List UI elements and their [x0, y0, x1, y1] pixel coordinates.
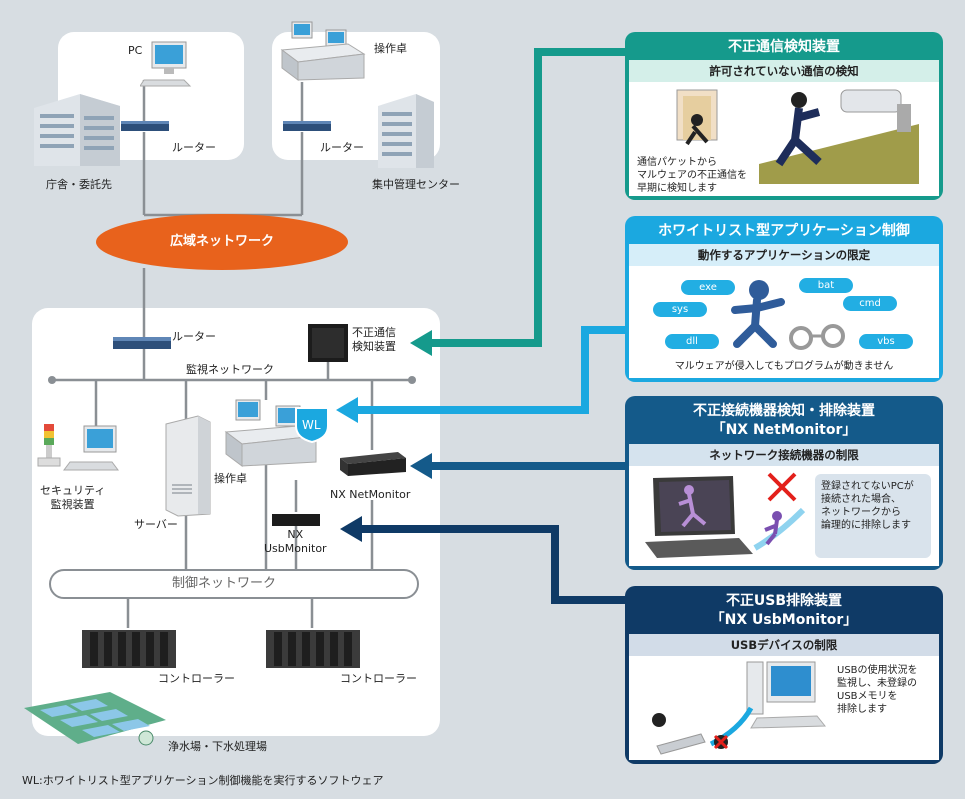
- tag-exe: exe: [681, 280, 735, 295]
- card-3-title: 不正接続機器検知・排除装置 「NX NetMonitor」: [693, 403, 875, 438]
- plant-console-label: 操作卓: [214, 472, 247, 485]
- pc-label: PC: [128, 44, 143, 57]
- controller-2-icon: [266, 630, 360, 668]
- netmonitor-icon: [340, 452, 406, 476]
- plant-router-icon: [113, 337, 171, 349]
- footnote: WL:ホワイトリスト型アプリケーション制御機能を実行するソフトウェア: [22, 774, 384, 787]
- central-console-label: 操作卓: [374, 42, 407, 55]
- controller-1-icon: [82, 630, 176, 668]
- tag-sys: sys: [653, 302, 707, 317]
- plant-console-icon: [224, 399, 318, 467]
- wl-badge-icon: [295, 407, 329, 444]
- gov-building-icon: [34, 94, 120, 166]
- locked-malware-icon: [731, 280, 845, 350]
- detector-label: 不正通信 検知装置: [352, 326, 396, 353]
- card-usbmonitor: 不正USB排除装置 「NX UsbMonitor」 USBデバイスの制限 USB…: [625, 586, 943, 764]
- card-netmonitor: 不正接続機器検知・排除装置 「NX NetMonitor」 ネットワーク接続機器…: [625, 396, 943, 570]
- router-icon: [121, 121, 169, 131]
- usb-pc-scene-icon: [652, 661, 827, 755]
- ejected-malware-icon: [753, 507, 806, 551]
- card-whitelist: ホワイトリスト型アプリケーション制御 動作するアプリケーションの限定 exe b…: [625, 216, 943, 382]
- gov-building-label: 庁舎・委託先: [46, 178, 112, 191]
- card-2-title: ホワイトリスト型アプリケーション制御: [658, 223, 910, 239]
- central-building-icon: [378, 94, 434, 168]
- card-2-note: マルウェアが侵入してもプログラムが動きません: [674, 361, 894, 372]
- security-monitor-icon: [37, 424, 119, 471]
- netmonitor-label: NX NetMonitor: [330, 488, 411, 501]
- intruder-scene-icon: [676, 89, 919, 184]
- facility-label: 浄水場・下水処理場: [168, 740, 267, 753]
- server-label: サーバー: [134, 518, 178, 531]
- card-1-subtitle: 許可されていない通信の検知: [629, 60, 939, 82]
- central-router-label: ルーター: [320, 141, 364, 154]
- console-icon: [280, 21, 366, 81]
- wl-badge-label: WL: [302, 418, 321, 432]
- pc-icon: [140, 41, 192, 87]
- usbmonitor-label: NX UsbMonitor: [264, 528, 327, 555]
- card-3-subtitle: ネットワーク接続機器の制限: [629, 444, 939, 466]
- security-label: セキュリティ 監視装置: [40, 484, 106, 511]
- card-2-subtitle: 動作するアプリケーションの限定: [629, 244, 939, 266]
- card-4-subtitle: USBデバイスの制限: [629, 634, 939, 656]
- central-router-icon: [283, 121, 331, 131]
- card-4-note: USBの使用状況を 監視し、未登録の USBメモリを 排除します: [837, 665, 918, 715]
- control-network-label: 制御ネットワーク: [172, 576, 277, 591]
- controller-1-label: コントローラー: [158, 672, 235, 685]
- tag-dll: dll: [665, 334, 719, 349]
- card-3-note: 登録されてないPCが 接続された場合、 ネットワークから 論理的に排除します: [815, 474, 931, 558]
- monitor-network-label: 監視ネットワーク: [186, 363, 274, 376]
- gov-router-label: ルーター: [172, 141, 216, 154]
- central-building-label: 集中管理センター: [372, 178, 460, 191]
- laptop-icon: [645, 476, 753, 558]
- card-1-note: 通信パケットから マルウェアの不正通信を 早期に検知します: [637, 157, 747, 194]
- card-4-title: 不正USB排除装置 「NX UsbMonitor」: [710, 593, 858, 628]
- server-icon: [165, 415, 211, 517]
- tag-bat: bat: [799, 278, 853, 293]
- facility-icon: [24, 692, 166, 746]
- wan-label: 広域ネットワーク: [170, 234, 275, 249]
- plant-router-label: ルーター: [172, 330, 216, 343]
- card-1-title: 不正通信検知装置: [728, 39, 840, 55]
- usbmonitor-icon: [272, 514, 320, 526]
- card-intrusion-detection: 不正通信検知装置 許可されていない通信の検知 通信パケットから マルウェアの不正…: [625, 32, 943, 200]
- controller-2-label: コントローラー: [340, 672, 417, 685]
- tag-vbs: vbs: [859, 334, 913, 349]
- blocked-x-icon: [767, 472, 797, 502]
- tag-cmd: cmd: [843, 296, 897, 311]
- detector-icon: [308, 324, 348, 362]
